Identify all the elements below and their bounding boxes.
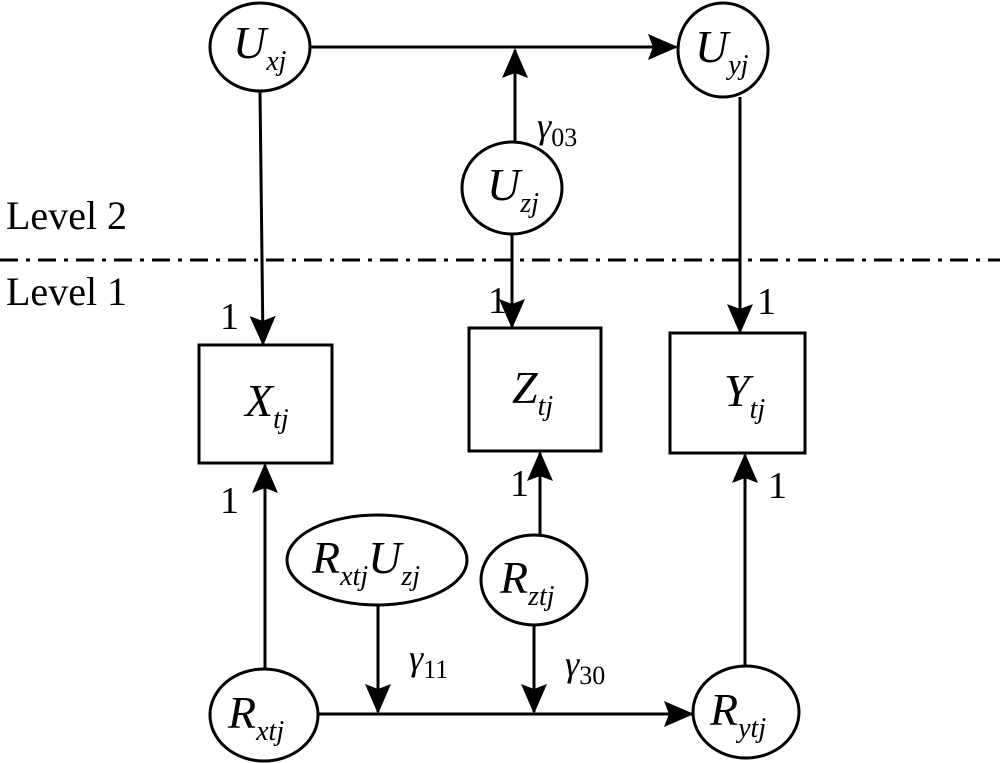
- node-Ztj-main: Z: [512, 362, 538, 413]
- node-RxtjUzj-main2: U: [368, 532, 402, 583]
- node-Xtj-sub: tj: [273, 404, 289, 435]
- node-Rztj-main: R: [500, 552, 529, 603]
- node-Uyj-shape: [676, 1, 770, 99]
- node-RxtjUzj-label: RxtjUzj: [312, 535, 420, 591]
- node-Uxj-label: Uxj: [233, 20, 286, 76]
- path-gamma-11: γ11: [409, 640, 448, 683]
- node-RxtjUzj-sub1: xtj: [340, 561, 369, 592]
- node-Uxj-main: U: [233, 17, 267, 68]
- node-RxtjUzj-main1: R: [312, 532, 341, 583]
- gamma-11-symbol: γ: [409, 638, 424, 678]
- gamma-03-symbol: γ: [537, 106, 552, 146]
- node-Rytj-label: Rytj: [710, 687, 766, 743]
- gamma-30-symbol: γ: [565, 644, 580, 684]
- node-Rztj-label: Rztj: [500, 555, 555, 611]
- level-1-label: Level 1: [6, 269, 128, 314]
- node-Uzj-label: Uzj: [487, 162, 539, 218]
- gamma-03-sub: 03: [551, 123, 578, 152]
- node-Uyj-label: Uyj: [695, 24, 748, 80]
- node-Uxj-sub: xj: [266, 46, 287, 77]
- path-gamma-03: γ03: [537, 108, 577, 151]
- node-Ytj-main: Y: [724, 365, 750, 416]
- loading-Rztj-Ztj: 1: [510, 463, 529, 505]
- node-Ztj-label: Ztj: [512, 365, 553, 421]
- level-2-label: Level 2: [6, 193, 128, 238]
- node-Xtj-label: Xtj: [245, 378, 289, 434]
- node-Uyj-sub: yj: [728, 50, 749, 81]
- node-Uzj-sub: zj: [520, 188, 539, 219]
- node-Rytj-sub: ytj: [738, 713, 767, 744]
- loading-Uzj-Ztj: 1: [488, 280, 507, 322]
- loading-Rxtj-Xtj: 1: [220, 480, 239, 522]
- loading-Uxj-Xtj: 1: [220, 296, 239, 338]
- node-RxtjUzj-sub2: zj: [401, 561, 421, 592]
- node-Ztj-sub: tj: [537, 391, 554, 422]
- loading-Rytj-Ytj: 1: [768, 465, 787, 507]
- node-Rztj-shape: [479, 533, 589, 627]
- node-Rztj-sub: ztj: [528, 581, 555, 612]
- gamma-30-sub: 30: [579, 661, 606, 690]
- node-Xtj-main: X: [245, 375, 274, 426]
- node-Rxtj-main: R: [228, 687, 257, 738]
- arrow-Uxj-Xtj: [249, 91, 276, 346]
- node-Uyj-main: U: [695, 21, 729, 72]
- gamma-11-sub: 11: [423, 655, 449, 684]
- node-Ytj-sub: tj: [749, 394, 766, 425]
- loading-Uyj-Ytj: 1: [757, 281, 776, 323]
- node-Rxtj-sub: xtj: [256, 716, 285, 747]
- node-Rxtj-label: Rxtj: [228, 690, 284, 746]
- node-RxtjUzj-shape: [285, 513, 469, 607]
- node-Uzj-main: U: [487, 159, 521, 210]
- node-Ytj-label: Ytj: [724, 368, 765, 424]
- path-gamma-30: γ30: [565, 646, 605, 689]
- node-Rytj-main: R: [710, 684, 739, 735]
